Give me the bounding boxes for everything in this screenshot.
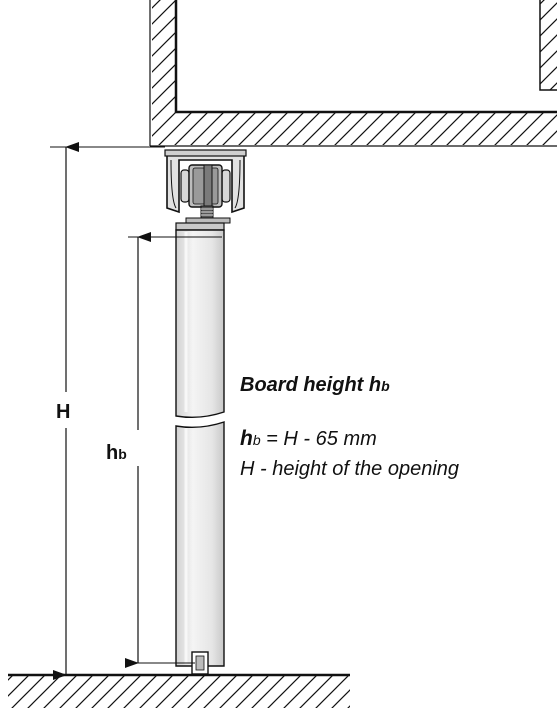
door-board — [175, 222, 225, 667]
formula-sub: b — [253, 432, 261, 448]
roller-carriage — [180, 164, 231, 210]
caption-title: Board height hb — [240, 374, 390, 396]
caption-formula: hb = H - 65 mm — [240, 427, 377, 450]
floor — [8, 673, 350, 708]
caption-title-main: Board height h — [240, 374, 381, 396]
dimension-label-hb: hb — [106, 442, 127, 464]
formula-rest: = H - 65 mm — [261, 428, 377, 450]
dimension-board-height — [100, 232, 222, 668]
dimension-label-H: H — [56, 401, 70, 423]
secondary-wall-fragment — [539, 0, 557, 91]
dimension-label-hb-main: h — [106, 442, 118, 464]
caption-definition: H - height of the opening — [240, 458, 459, 480]
caption-title-sub: b — [381, 378, 390, 394]
dimension-label-hb-sub: b — [118, 446, 127, 462]
track-profile — [164, 149, 247, 214]
dimension-overall-height — [44, 142, 165, 680]
ceiling-wall — [149, 0, 557, 147]
formula-h: h — [240, 427, 253, 450]
floor-guide — [189, 651, 211, 676]
adjustment-bolt — [185, 205, 231, 224]
